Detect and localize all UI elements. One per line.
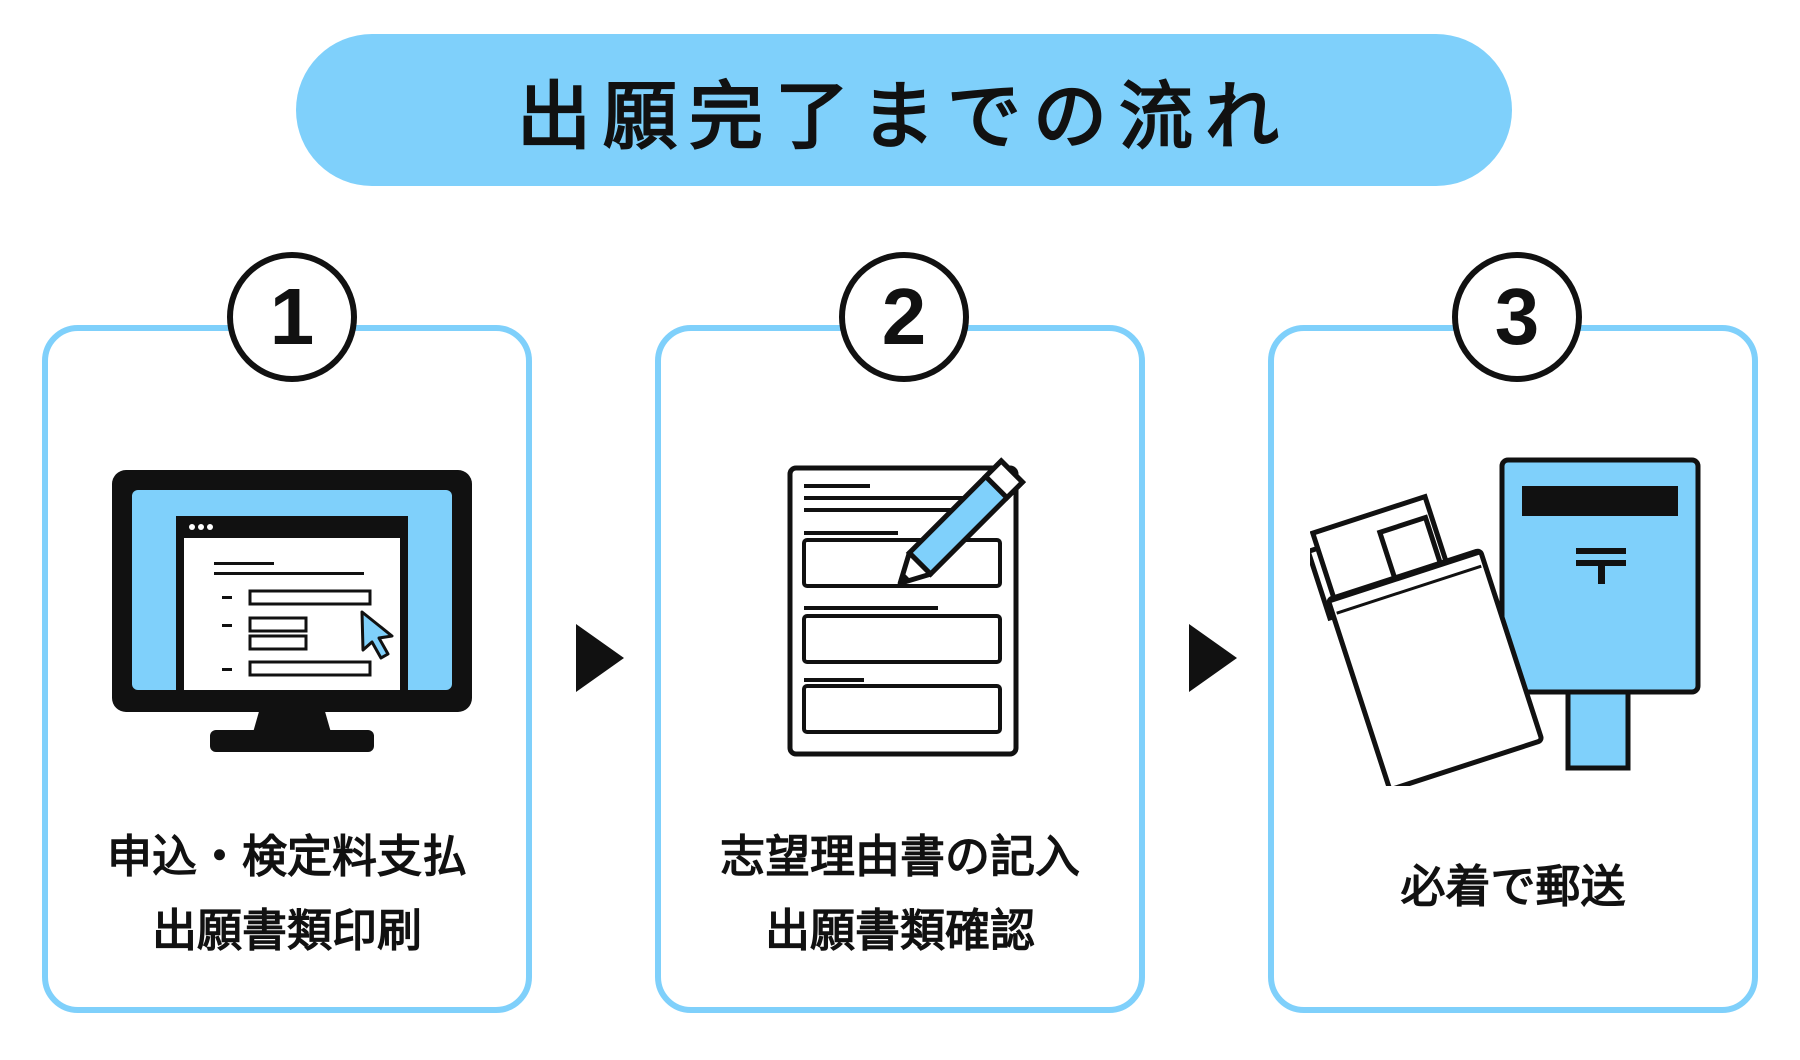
step-2-caption-line-2: 出願書類確認 <box>764 904 1035 957</box>
arrow-step-2-to-3 <box>1189 624 1237 692</box>
arrow-step-1-to-2 <box>576 624 624 692</box>
step-number-1: 1 <box>227 252 357 382</box>
title-banner: 出願完了までの流れ <box>296 34 1512 186</box>
form-pencil-icon <box>787 457 1027 757</box>
computer-monitor-icon <box>112 470 472 752</box>
step-number-2: 2 <box>839 252 969 382</box>
step-number-3: 3 <box>1452 252 1582 382</box>
step-1-caption: 申込・検定料支払 出願書類印刷 <box>42 820 532 968</box>
page-title: 出願完了までの流れ <box>517 73 1291 160</box>
step-2-caption: 志望理由書の記入 出願書類確認 <box>655 820 1145 968</box>
step-1-caption-line-2: 出願書類印刷 <box>151 904 422 957</box>
step-3-caption: 必着で郵送 <box>1268 850 1758 924</box>
step-2-caption-line-1: 志望理由書の記入 <box>719 830 1080 883</box>
step-1-caption-line-1: 申込・検定料支払 <box>106 830 467 883</box>
step-3-caption-line-1: 必着で郵送 <box>1400 860 1626 913</box>
postbox-envelope-icon <box>1310 457 1701 786</box>
